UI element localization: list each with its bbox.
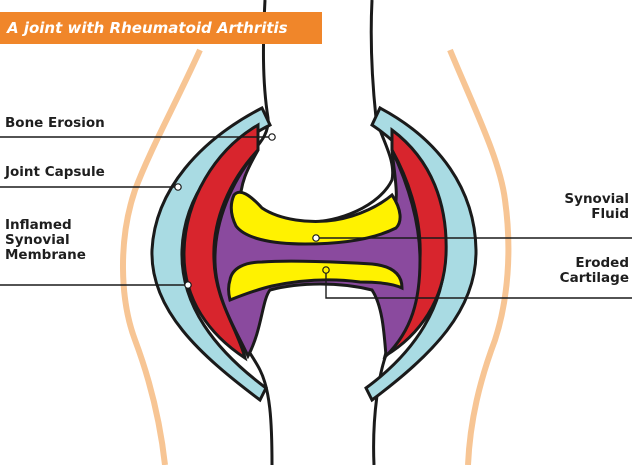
title-banner: A joint with Rheumatoid Arthritis (0, 12, 322, 44)
dot-inflamed-membrane (185, 282, 191, 288)
dot-synovial-fluid (313, 235, 319, 241)
label-synovial-fluid: Synovial Fluid (564, 192, 629, 222)
label-joint-capsule-text: Joint Capsule (5, 165, 105, 180)
dot-joint-capsule (175, 184, 181, 190)
label-inflamed-line-3: Membrane (5, 248, 86, 263)
label-synovial-fluid-line-1: Synovial (564, 192, 629, 207)
label-bone-erosion-text: Bone Erosion (5, 116, 105, 131)
label-inflamed-line-1: Inflamed (5, 218, 86, 233)
label-eroded-cartilage: Eroded Cartilage (560, 256, 629, 286)
dot-eroded-cartilage (323, 267, 329, 273)
label-synovial-fluid-line-2: Fluid (564, 207, 629, 222)
label-inflamed-line-2: Synovial (5, 233, 86, 248)
label-bone-erosion: Bone Erosion (5, 116, 105, 131)
title: A joint with Rheumatoid Arthritis (7, 19, 288, 37)
label-inflamed-synovial-membrane: Inflamed Synovial Membrane (5, 218, 86, 263)
dot-bone-erosion (269, 134, 275, 140)
label-joint-capsule: Joint Capsule (5, 165, 105, 180)
label-eroded-cartilage-line-1: Eroded (560, 256, 629, 271)
label-eroded-cartilage-line-2: Cartilage (560, 271, 629, 286)
